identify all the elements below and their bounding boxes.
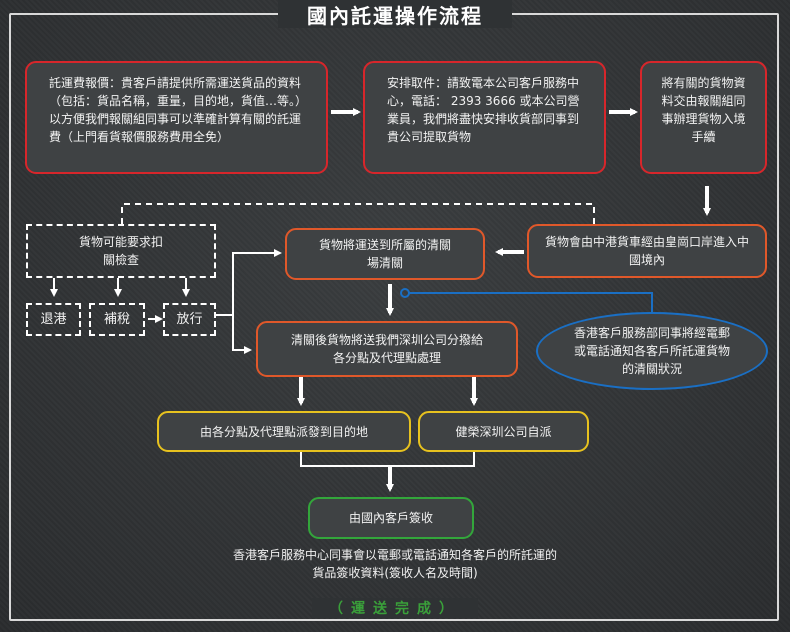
step-truck-entry: 貨物會由中港貨車經由皇崗口岸進入中國境內 — [527, 224, 767, 278]
blue-link-notify — [408, 292, 653, 312]
step-sign-text: 由國內客戶簽收 — [348, 511, 433, 525]
outcome-release: 放行 — [163, 303, 216, 336]
step-truck-entry-text: 貨物會由中港貨車經由皇崗口岸進入中國境內 — [544, 235, 749, 267]
step-customs-docs-text: 將有關的貨物資料交由報關組同事辦理貨物入境手續 — [661, 76, 746, 144]
outcome-pay-tax-text: 補稅 — [103, 311, 130, 327]
step-sign: 由國內客戶簽收 — [308, 497, 474, 539]
dashed-link-inspection — [121, 203, 595, 224]
step-hk-notify-text: 香港客戶服務部同事將經電郵或電話通知各客戶所託運貨物的清關狀況 — [573, 326, 730, 376]
outcome-return-port-text: 退港 — [40, 311, 67, 327]
step-pickup: 安排取件：請致電本公司客戶服務中心，電話： 2393 3666 或本公司營業員，… — [363, 61, 606, 174]
step-self-delivery-text: 健榮深圳公司自派 — [455, 424, 552, 439]
outcome-release-text: 放行 — [176, 311, 203, 327]
step-hk-notify: 香港客戶服務部同事將經電郵或電話通知各客戶所託運貨物的清關狀況 — [536, 312, 768, 390]
merge-line — [300, 452, 475, 467]
arrow-release-to-clearance — [216, 249, 282, 316]
step-customs-docs: 將有關的貨物資料交由報關組同事辦理貨物入境手續 — [640, 61, 767, 174]
arrow-release-to-distribute — [232, 315, 252, 354]
title-banner: 國內託運操作流程 — [278, 0, 512, 28]
step-agent-delivery-text: 由各分點及代理點派發到目的地 — [199, 424, 368, 439]
blue-link-dot — [400, 288, 410, 298]
outcome-pay-tax: 補稅 — [89, 303, 145, 336]
footer-note: 香港客戶服務中心同事會以電郵或電話通知各客戶的所託運的貨品簽收資料(簽收人名及時… — [232, 548, 557, 580]
step-inspection-text: 貨物可能要求扣關檢查 — [78, 235, 163, 267]
step-inspection: 貨物可能要求扣關檢查 — [26, 224, 216, 278]
step-clearance: 貨物將運送到所屬的清關場清關 — [285, 228, 485, 280]
step-pickup-text: 安排取件：請致電本公司客戶服務中心，電話： 2393 3666 或本公司營業員，… — [387, 76, 580, 144]
outcome-return-port: 退港 — [26, 303, 81, 336]
step-distribute: 清關後貨物將送我們深圳公司分撥給各分點及代理點處理 — [256, 321, 518, 377]
completion-label: （運送完成） — [312, 598, 478, 618]
step-clearance-text: 貨物將運送到所屬的清關場清關 — [318, 238, 451, 270]
step-quote: 託運費報價：貴客戶請提供所需運送貨品的資料（包括：貨品名稱，重量，目的地，貨值…… — [25, 61, 328, 174]
step-agent-delivery: 由各分點及代理點派發到目的地 — [157, 411, 411, 452]
step-self-delivery: 健榮深圳公司自派 — [418, 411, 589, 452]
step-quote-text: 託運費報價：貴客戶請提供所需運送貨品的資料（包括：貨品名稱，重量，目的地，貨值…… — [49, 76, 302, 144]
step-distribute-text: 清關後貨物將送我們深圳公司分撥給各分點及代理點處理 — [290, 333, 483, 365]
diagram-title: 國內託運操作流程 — [307, 3, 483, 28]
